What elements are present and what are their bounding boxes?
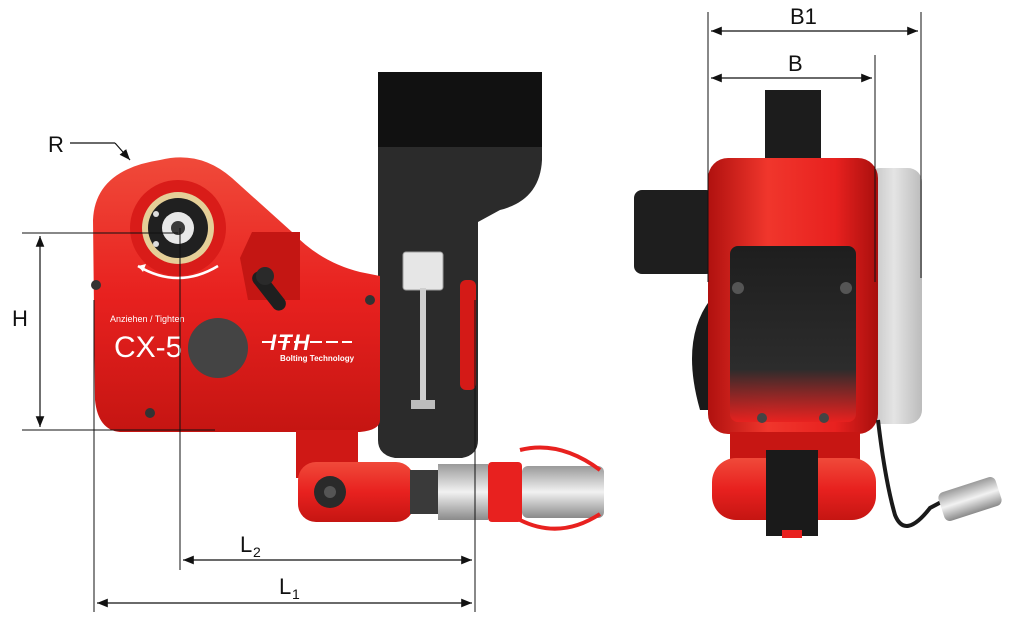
side-bolt-1 <box>91 280 101 290</box>
tool-body <box>93 157 380 433</box>
side-bolt-3 <box>365 295 375 305</box>
swivel-nut <box>410 470 438 514</box>
radius-leader <box>114 142 131 161</box>
plate-bolt-1 <box>732 282 744 294</box>
cap-knob <box>188 318 248 378</box>
model-label: CX-5 <box>114 331 182 364</box>
radius-label: R <box>48 132 64 157</box>
front-view-dimensions: B1 B <box>707 4 922 282</box>
arm-slider-block <box>402 251 444 291</box>
coupler-collar <box>488 462 522 522</box>
front-hose-connector <box>938 477 1002 521</box>
b-label: B <box>788 51 803 76</box>
brand-logo: ITH Bolting Technology <box>262 330 355 363</box>
front-motor-cap <box>634 190 714 274</box>
hose-fitting <box>438 464 488 520</box>
front-view <box>634 90 1002 538</box>
arm-slider-foot <box>411 400 435 409</box>
plate-bolt-2 <box>840 282 852 294</box>
front-fitting-black <box>766 450 818 536</box>
brand-tagline: Bolting Technology <box>280 354 355 363</box>
front-arm-top <box>765 90 821 160</box>
reaction-arm-top <box>378 72 542 147</box>
front-grey-housing <box>866 168 922 424</box>
side-view-dimensions: R H L 2 L 1 <box>12 132 476 612</box>
l2-label-subscript: 2 <box>253 544 261 560</box>
ring-pin-2 <box>153 241 159 247</box>
reaction-arm <box>378 72 542 458</box>
swivel-screw <box>324 486 336 498</box>
side-bolt-2 <box>145 408 155 418</box>
coupler-strap <box>519 445 602 472</box>
b1-label: B1 <box>790 4 817 29</box>
front-black-plate <box>730 246 856 422</box>
l2-label: L <box>240 532 252 557</box>
l1-label-subscript: 1 <box>292 586 300 602</box>
ring-pin-1 <box>153 211 159 217</box>
l1-label: L <box>279 574 291 599</box>
lever-pivot <box>256 267 274 285</box>
side-view: Anziehen / Tighten CX-5 ITH Bolting Tech… <box>91 72 604 531</box>
plate-bolt-4 <box>819 413 829 423</box>
drive-hole <box>171 221 185 235</box>
brand-name: ITH <box>270 330 311 355</box>
front-hose <box>876 419 946 528</box>
arm-slider-rod <box>420 288 426 406</box>
rotation-arrow-icon <box>137 264 219 280</box>
height-label: H <box>12 306 28 331</box>
plate-bolt-3 <box>757 413 767 423</box>
arm-red-edge <box>460 280 476 390</box>
direction-label: Anziehen / Tighten <box>110 314 185 324</box>
quick-coupler <box>522 466 604 518</box>
